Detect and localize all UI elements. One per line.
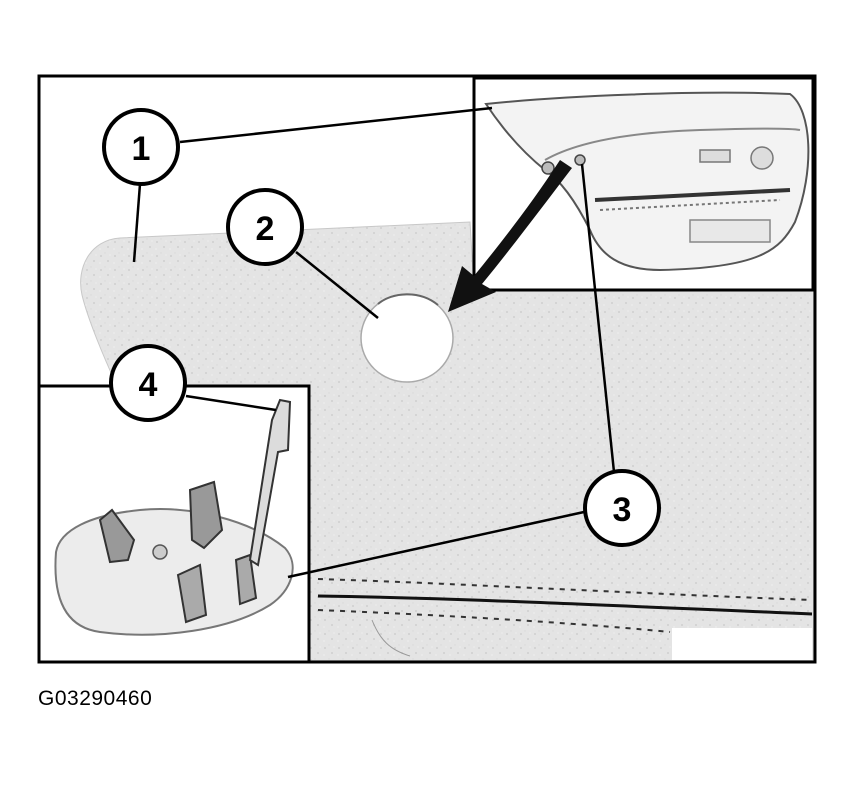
door-panel-inset bbox=[472, 76, 815, 292]
stitch-lines bbox=[317, 578, 813, 657]
figure-code: G03290460 bbox=[38, 687, 153, 710]
callout-2: 2 bbox=[226, 188, 304, 266]
access-hole bbox=[360, 293, 454, 383]
trim-cutout bbox=[672, 628, 812, 660]
callout-2-label: 2 bbox=[256, 210, 275, 248]
callout-1: 1 bbox=[102, 108, 180, 186]
callout-3: 3 bbox=[583, 469, 661, 547]
leader-lines bbox=[132, 106, 616, 579]
callout-4: 4 bbox=[109, 344, 187, 422]
callout-1-label: 1 bbox=[132, 130, 151, 168]
callout-3-label: 3 bbox=[613, 491, 632, 529]
pointer-arrow bbox=[448, 160, 572, 312]
clip-inset bbox=[37, 384, 311, 664]
callout-4-label: 4 bbox=[139, 366, 158, 404]
